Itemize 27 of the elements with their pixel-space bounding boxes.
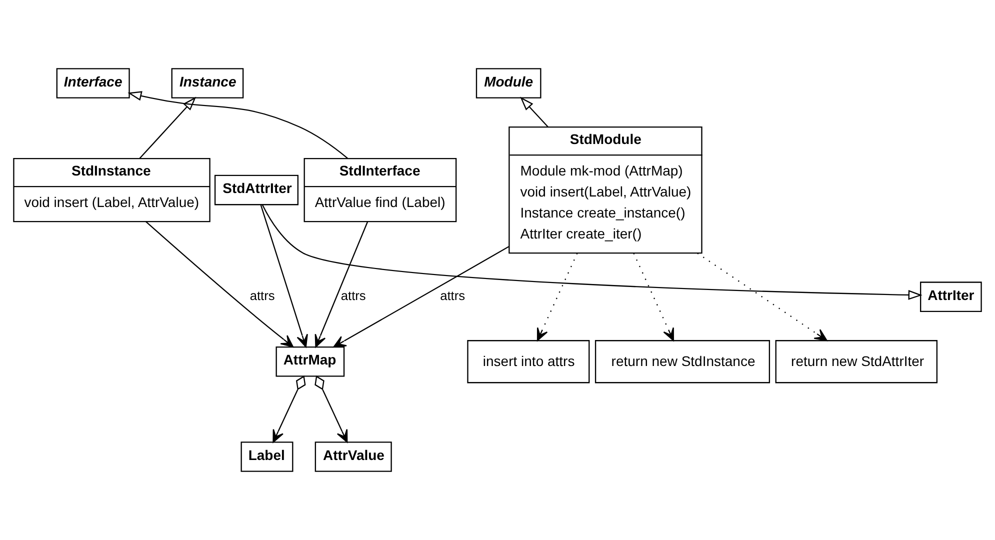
arrow [139, 96, 196, 159]
node-box: Interface [56, 68, 130, 98]
edge-label: attrs [250, 288, 275, 304]
node-box: AttrMap [276, 346, 345, 377]
node-box: return new StdInstance [594, 340, 770, 384]
edge-label: attrs [440, 288, 466, 304]
arrow [262, 204, 922, 300]
node-box: StdAttrIter [214, 174, 298, 206]
arrow [272, 376, 306, 443]
arrow [633, 253, 674, 342]
arrow [520, 96, 548, 128]
arrow [536, 253, 578, 342]
node-box: return new StdAttrIter [775, 340, 938, 384]
node-box: AttrIter [920, 282, 982, 312]
node-box: insert into attrs [467, 340, 590, 384]
arrow [128, 91, 348, 159]
node-box: AttrValue [314, 442, 392, 472]
arrow [314, 376, 348, 443]
node-box: Label [240, 442, 294, 472]
node-box: Instance [171, 68, 244, 98]
arrow [697, 252, 828, 342]
arrow [146, 221, 294, 348]
edge-label: attrs [340, 288, 366, 304]
arrow [333, 246, 510, 348]
arrow [260, 204, 308, 348]
arrow [314, 222, 368, 348]
node-box: Module [476, 68, 542, 98]
